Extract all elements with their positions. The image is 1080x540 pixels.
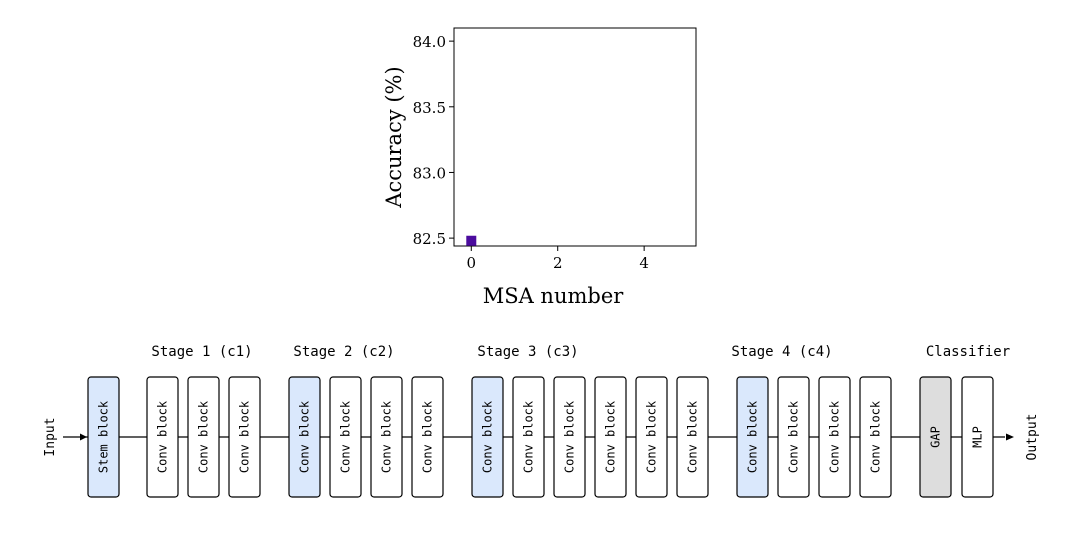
- x-axis-label: MSA number: [483, 284, 625, 308]
- stage-labels: Stage 1 (c1) Stage 2 (c2) Stage 3 (c3) Stag…: [151, 344, 1010, 360]
- y-tick-label: 83.5: [413, 99, 446, 117]
- conv-block: [228, 376, 261, 498]
- conv-block: [736, 376, 769, 498]
- conv-block-label: Conv block: [238, 400, 252, 473]
- conv-block: [329, 376, 362, 498]
- conv-block-label: Conv block: [380, 400, 394, 473]
- classifier-label: Classifier: [926, 344, 1010, 360]
- conv-block: [411, 376, 444, 498]
- conv-block: [676, 376, 709, 498]
- conv-block: [553, 376, 586, 498]
- stage-label: Stage 1 (c1): [151, 344, 252, 360]
- conv-block-label: Conv block: [563, 400, 577, 473]
- stage-label: Stage 4 (c4): [731, 344, 832, 360]
- x-tick-label: 4: [639, 254, 649, 272]
- x-tick-label: 0: [467, 254, 477, 272]
- x-tick-label: 2: [553, 254, 563, 272]
- mlp-block-label: MLP: [971, 426, 985, 448]
- conv-block-label: Conv block: [481, 400, 495, 473]
- conv-block: [288, 376, 321, 498]
- gap-block: [919, 376, 952, 498]
- plot-frame: [453, 27, 697, 247]
- conv-block-label: Conv block: [645, 400, 659, 473]
- output-label: Output: [1025, 414, 1040, 461]
- conv-block-label: Conv block: [869, 400, 883, 473]
- conv-block-label: Conv block: [298, 400, 312, 473]
- stage-label: Stage 2 (c2): [293, 344, 394, 360]
- y-axis-label: Accuracy (%): [382, 66, 406, 208]
- conv-block-label: Conv block: [604, 400, 618, 473]
- conv-block: [471, 376, 504, 498]
- conv-block-label: Conv block: [686, 400, 700, 473]
- x-axis-ticks: 0 2 4: [467, 246, 649, 272]
- accuracy-chart: 82.5 83.0 83.5 84.0 0 2 4 Accuracy (%) MSA nu…: [382, 27, 697, 308]
- conv-block: [187, 376, 220, 498]
- stage-label: Stage 3 (c3): [477, 344, 578, 360]
- conv-block-label: Conv block: [522, 400, 536, 473]
- output-arrowhead: [1006, 433, 1014, 441]
- conv-block: [635, 376, 668, 498]
- y-axis-ticks: 82.5 83.0 83.5 84.0: [413, 33, 454, 248]
- conv-block-label: Conv block: [339, 400, 353, 473]
- input-label: Input: [43, 417, 58, 456]
- mlp-block: [961, 376, 994, 498]
- conv-block-label: Conv block: [828, 400, 842, 473]
- conv-block-label: Conv block: [197, 400, 211, 473]
- input-arrowhead: [80, 433, 87, 441]
- conv-block-label: Conv block: [746, 400, 760, 473]
- conv-block: [512, 376, 545, 498]
- y-tick-label: 82.5: [413, 230, 446, 248]
- conv-block-label: Conv block: [421, 400, 435, 473]
- conv-block: [370, 376, 403, 498]
- diagram-blocks: Stem block Conv block Conv block Conv block…: [87, 376, 994, 498]
- architecture-diagram: Stem block Conv block Conv block Conv block…: [43, 344, 1040, 498]
- y-tick-label: 84.0: [413, 33, 446, 51]
- gap-block-label: GAP: [929, 426, 943, 448]
- conv-block-label: Conv block: [156, 400, 170, 473]
- conv-block-label: Conv block: [787, 400, 801, 473]
- conv-block: [146, 376, 179, 498]
- conv-block: [859, 376, 892, 498]
- conv-block: [594, 376, 627, 498]
- stem-block-label: Stem block: [97, 400, 111, 473]
- data-point-marker: [466, 235, 477, 246]
- data-points: [466, 235, 477, 246]
- y-tick-label: 83.0: [413, 164, 446, 182]
- stem-block: [87, 376, 120, 498]
- conv-block: [818, 376, 851, 498]
- conv-block: [777, 376, 810, 498]
